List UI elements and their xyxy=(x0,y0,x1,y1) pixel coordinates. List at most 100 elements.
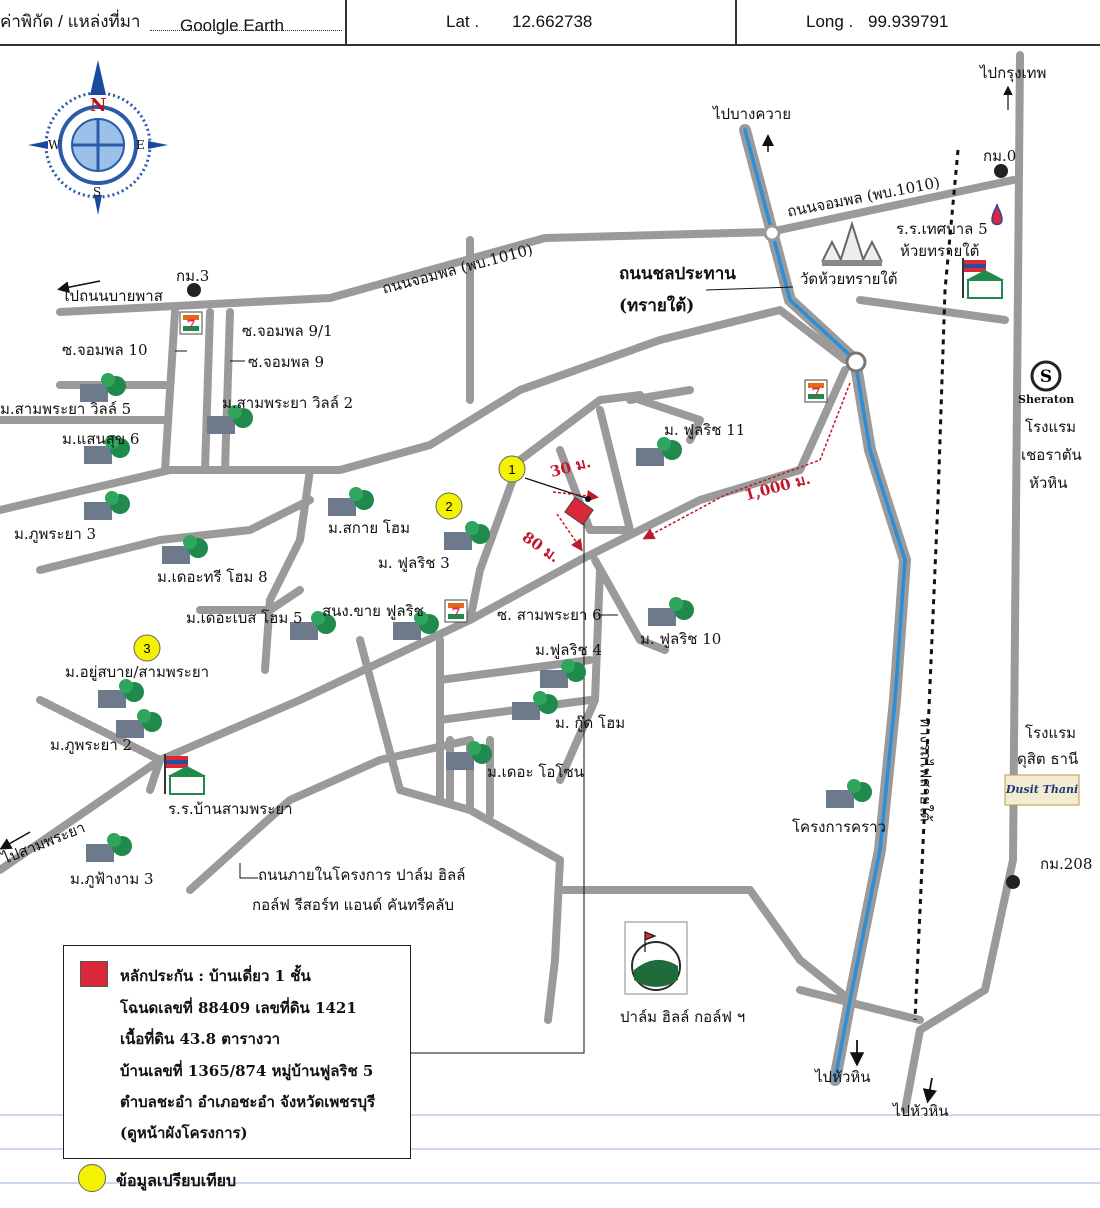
lat-label: Lat . xyxy=(446,12,480,31)
legend-line-2: โฉนดเลขที่ 88409 เลขที่ดิน 1421 xyxy=(120,999,357,1017)
comparison-legend-dot xyxy=(78,1164,106,1192)
compass-n: N xyxy=(90,95,107,116)
road-line xyxy=(556,406,634,534)
road-line xyxy=(201,308,214,474)
header-bar: ค่าพิกัด / แหล่งที่มา Goolgle Earth Lat … xyxy=(0,0,1100,46)
south-arrow xyxy=(922,1077,938,1104)
road-line xyxy=(36,496,314,574)
source-label: ค่าพิกัด / แหล่งที่มา xyxy=(0,12,141,31)
roundabout xyxy=(845,351,867,373)
label-phuphraya-3: ม.ภูพระยา 3 xyxy=(14,525,97,543)
road-line xyxy=(466,391,644,624)
label-km0: กม.0 xyxy=(983,147,1017,165)
label-km3: กม.3 xyxy=(176,267,210,285)
seven-eleven-icons: 7 7 7 xyxy=(179,311,828,623)
label-palm-hills-road-1: ถนนภายในโครงการ ปาล์ม ฮิลล์ xyxy=(258,866,466,884)
road-line xyxy=(196,586,304,614)
label-soi-10: ซ.จอมพล 10 xyxy=(62,341,148,359)
label-the-best-home-5: ม.เดอะเบส โฮม 5 xyxy=(186,609,303,627)
sheraton-logo: S xyxy=(1030,360,1062,392)
compass-rose xyxy=(28,60,168,215)
distance-1000-arrow xyxy=(642,382,851,540)
road-line xyxy=(556,886,854,1004)
label-palm-hills-road-2: กอล์ฟ รีสอร์ท แอนด์ คันทรีคลับ xyxy=(252,896,455,914)
house-icon xyxy=(648,597,694,626)
house-icon xyxy=(636,437,682,466)
gas-station-icon xyxy=(991,203,1003,226)
house-icon xyxy=(116,709,162,738)
road-line xyxy=(796,986,924,1024)
long-label: Long . xyxy=(806,12,854,31)
comparison-marker-2 xyxy=(435,492,463,520)
upper-diagonal-road-line xyxy=(0,306,849,514)
seven-eleven-logo: 7 xyxy=(811,386,820,401)
distance-80-arrow xyxy=(556,513,583,552)
canal xyxy=(739,124,912,1086)
house-icon xyxy=(84,435,130,464)
railway-line xyxy=(913,149,960,1021)
label-dusit-1: โรงแรม xyxy=(1025,724,1077,742)
collateral-legend-swatch xyxy=(80,961,108,987)
label-phufangam-3: ม.ภูฟ้างาม 3 xyxy=(70,870,154,888)
label-railway: ทางรถไฟสายใต้ xyxy=(916,717,935,822)
compass-e: E xyxy=(136,138,145,152)
house-icon xyxy=(98,679,144,708)
header-divider xyxy=(735,0,737,44)
compass-s: S xyxy=(93,185,102,199)
main-diagonal-road-line xyxy=(0,366,849,874)
label-flourish-11: ม. ฟูลริช 11 xyxy=(664,421,746,439)
label-flourish-4: ม.ฟูลริช 4 xyxy=(535,641,603,659)
label-school-thesaban-2: ห้วยทรายใต้ xyxy=(900,242,980,260)
house-icon xyxy=(84,491,130,520)
comparison-marker-1 xyxy=(498,455,526,483)
comparison-marker-2-label: 2 xyxy=(445,499,452,514)
label-to-hua-hin-1: ไปหัวหิน xyxy=(815,1068,871,1086)
comparison-markers: 1 2 3 xyxy=(133,455,526,662)
temple-icon xyxy=(821,220,883,266)
label-dusit-2: ดุสิต ธานี xyxy=(1017,750,1079,768)
road-line xyxy=(356,636,564,1024)
house-icon xyxy=(393,611,439,640)
label-flourish-3: ม. ฟูลริช 3 xyxy=(378,554,450,572)
road-line xyxy=(221,308,234,474)
highway-line xyxy=(901,51,1024,1114)
legend-line-5: ตำบลชะอำ อำเภอชะอำ จังหวัดเพชรบุรี xyxy=(120,1093,376,1111)
source-dotted-line xyxy=(150,30,342,31)
house-icon xyxy=(540,659,586,688)
label-sampraya-villa-2: ม.สามพระยา วิลล์ 2 xyxy=(222,394,354,412)
sheraton-brand: Sheraton xyxy=(1018,393,1075,406)
label-palm-hills: ปาล์ม ฮิลล์ กอล์ฟ ฯ xyxy=(620,1008,746,1026)
label-the-tree-home-8: ม.เดอะทรี โฮม 8 xyxy=(157,568,268,586)
road-line xyxy=(261,466,314,674)
house-icon xyxy=(162,535,208,564)
label-to-hua-hin-2: ไปหัวหิน xyxy=(893,1102,949,1120)
road-line xyxy=(636,396,704,444)
roundabout xyxy=(763,224,781,242)
school-flag-icon xyxy=(962,258,1004,299)
seven-eleven-logo: 7 xyxy=(451,606,460,621)
label-chonprathan-1: ถนนชลประทาน xyxy=(619,264,736,284)
label-good-home: ม. กู๊ด โฮม xyxy=(555,714,626,732)
house-icon xyxy=(86,833,132,862)
house-icon xyxy=(826,779,872,808)
road-line xyxy=(856,296,1009,324)
label-sales-office: สนง.ขาย ฟูลริช xyxy=(322,602,424,620)
legend-line-1: หลักประกัน : บ้านเดี่ยว 1 ชั้น xyxy=(120,967,311,985)
dusit-thani-logo-text: Dusit Thani xyxy=(1005,783,1078,796)
road-line xyxy=(186,736,474,894)
sw-arrow xyxy=(0,831,31,850)
header-divider xyxy=(345,0,347,44)
compass-w: W xyxy=(48,138,61,152)
dusit-thani-logo: Dusit Thani xyxy=(1004,774,1080,806)
pointer-line xyxy=(239,863,258,879)
chomphon-road-line xyxy=(56,176,1017,316)
km208-marker xyxy=(1006,875,1020,889)
legend-line-4: บ้านเลขที่ 1365/874 หมู่บ้านฟูลริช 5 xyxy=(120,1062,374,1080)
comparison-marker-3 xyxy=(133,634,161,662)
house-icon xyxy=(207,405,253,434)
label-sakai-home: ม.สกาย โฮม xyxy=(328,519,410,537)
label-chonprathan-2: (ทรายใต้) xyxy=(619,296,695,316)
collateral-pointer-line xyxy=(410,513,585,1054)
label-sheraton-3: หัวหิน xyxy=(1029,474,1068,492)
